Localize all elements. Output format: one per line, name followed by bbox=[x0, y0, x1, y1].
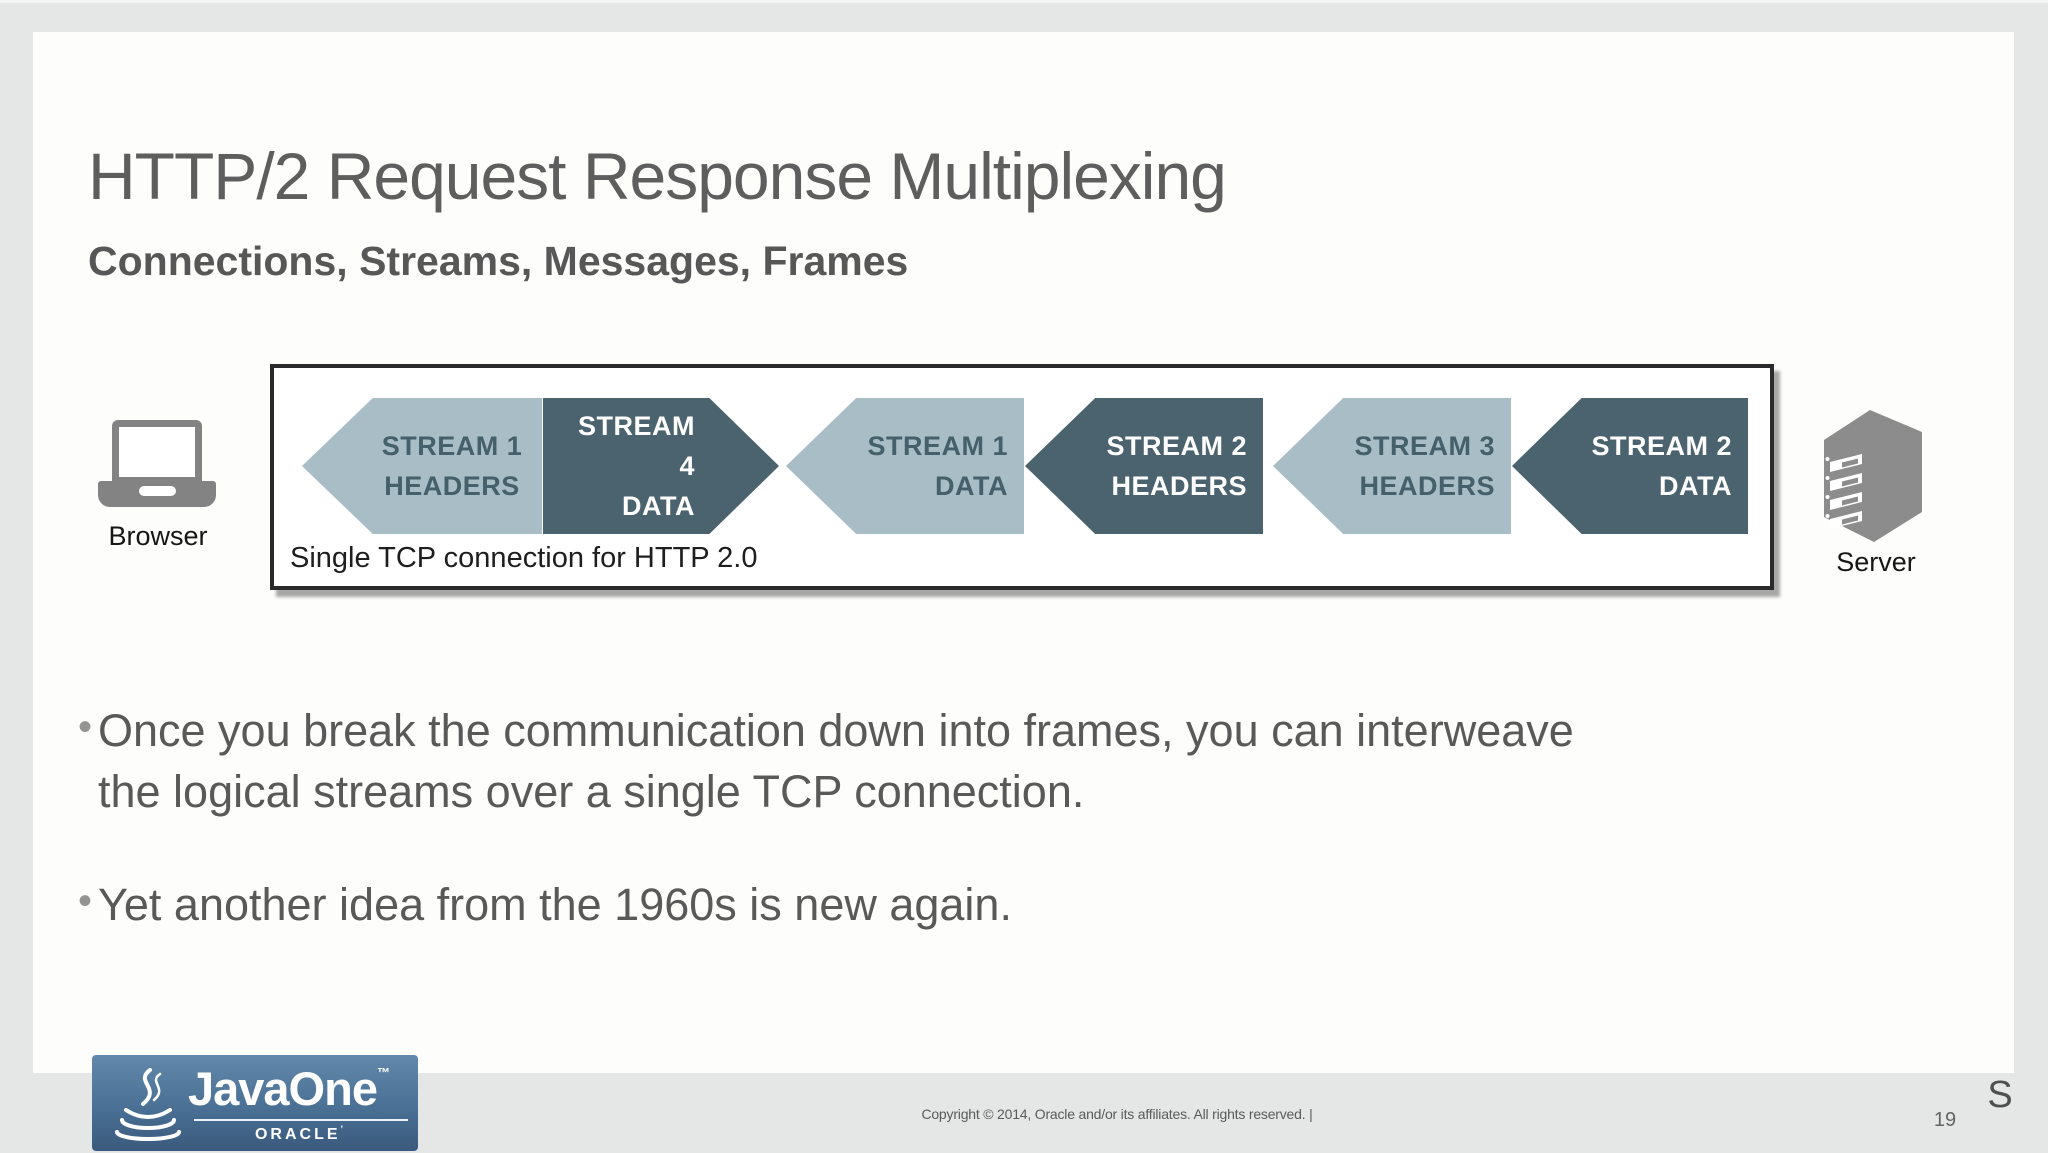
frame-stream-line: STREAM 3 bbox=[1354, 431, 1495, 461]
frame-part-line: DATA bbox=[622, 491, 695, 521]
tcp-connection-box: STREAM 1 HEADERS STREAM 4 DATA STREAM 1 … bbox=[270, 364, 1774, 590]
server-label: Server bbox=[1836, 547, 1916, 577]
slide-title: HTTP/2 Request Response Multiplexing bbox=[88, 139, 1227, 213]
laptop-trackpad bbox=[139, 486, 176, 496]
frame-stream-line: STREAM 2 bbox=[1591, 431, 1732, 461]
frame-stream2-headers: STREAM 2 HEADERS bbox=[1025, 398, 1263, 534]
laptop-icon bbox=[112, 420, 202, 484]
oracle-wordmark: ORACLE’ bbox=[254, 1124, 344, 1143]
trademark-symbol: ™ bbox=[376, 1065, 390, 1080]
overlay-letter: S bbox=[1987, 1074, 2013, 1116]
frame-part-line: DATA bbox=[935, 471, 1008, 501]
bullet-list: Once you break the communication down in… bbox=[78, 697, 1970, 935]
frame-stream1-headers: STREAM 1 HEADERS bbox=[302, 398, 542, 534]
top-edge-line bbox=[0, 0, 2048, 3]
frame-part-line: HEADERS bbox=[1111, 471, 1247, 501]
copyright-text: Copyright © 2014, Oracle and/or its affi… bbox=[921, 1106, 1313, 1122]
browser-label: Browser bbox=[108, 521, 208, 551]
javaone-logo: JavaOne™ ORACLE’ bbox=[92, 1055, 418, 1151]
frame-part-line: HEADERS bbox=[1359, 471, 1495, 501]
frame-stream4-data: STREAM 4 DATA bbox=[543, 398, 779, 534]
bullet-item: Once you break the communication down in… bbox=[78, 697, 1970, 822]
bullet-item: Yet another idea from the 1960s is new a… bbox=[78, 871, 1970, 935]
java-cup-icon bbox=[115, 1068, 181, 1141]
frame-stream-line: STREAM 2 bbox=[1106, 431, 1247, 461]
frame-part-line: DATA bbox=[1659, 471, 1732, 501]
frame-stream-line: STREAM 4 bbox=[578, 411, 695, 481]
slide-number: 19 bbox=[1933, 1109, 1957, 1131]
frame-stream3-headers: STREAM 3 HEADERS bbox=[1273, 398, 1511, 534]
javaone-wordmark: JavaOne™ bbox=[188, 1062, 390, 1115]
frame-stream2-data: STREAM 2 DATA bbox=[1512, 398, 1748, 534]
frame-stream1-data: STREAM 1 DATA bbox=[786, 398, 1024, 534]
laptop-base bbox=[98, 481, 216, 507]
logo-divider bbox=[194, 1119, 408, 1121]
tcp-connection-label: Single TCP connection for HTTP 2.0 bbox=[290, 542, 758, 574]
oracle-mark: ’ bbox=[340, 1124, 344, 1134]
slide-subtitle: Connections, Streams, Messages, Frames bbox=[88, 238, 909, 284]
frame-stream-line: STREAM 1 bbox=[381, 431, 523, 461]
frame-stream-line: STREAM 1 bbox=[867, 431, 1008, 461]
server-icon bbox=[1824, 410, 1922, 542]
frame-part-line: HEADERS bbox=[384, 471, 520, 501]
